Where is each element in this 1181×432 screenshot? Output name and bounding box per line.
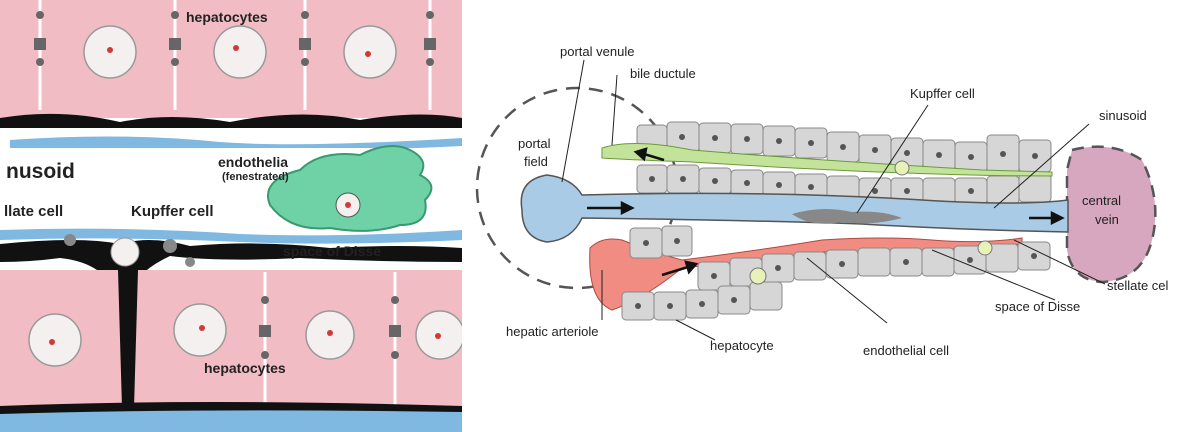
liver-lobule-illustration	[462, 0, 1181, 432]
portal-field-label-line2: field	[524, 154, 548, 169]
kupffer-cell-label: Kupffer cell	[131, 203, 214, 220]
central-vein-label-line2: vein	[1095, 212, 1119, 227]
space-of-disse-label: space of Disse	[995, 299, 1080, 314]
stellate-cell-label: stellate cel	[1107, 278, 1168, 293]
hepatocytes-top-label: hepatocytes	[186, 9, 268, 25]
hepatocytes-bottom-label: hepatocytes	[204, 360, 286, 376]
hepatic-arteriole-label: hepatic arteriole	[506, 324, 599, 339]
hepatocyte-label: hepatocyte	[710, 338, 774, 353]
sinusoid-label: nusoid	[6, 160, 75, 184]
stellate-lipid-droplet	[111, 238, 139, 266]
fenestrated-label: (fenestrated)	[222, 171, 289, 183]
stellate-cell-label: llate cell	[4, 203, 63, 220]
portal-venule-label: portal venule	[560, 44, 634, 59]
central-vein-label-line1: central	[1082, 193, 1121, 208]
endothelia-label: endothelia	[218, 154, 288, 170]
endothelial-cell-label: endothelial cell	[863, 343, 949, 358]
sinusoid-detail-diagram: hepatocytes nusoid endothelia (fenestrat…	[0, 0, 462, 432]
space-of-disse-label: space of Disse	[283, 243, 381, 259]
portal-field-label-line1: portal	[518, 136, 551, 151]
liver-lobule-diagram: portal venule bile ductule portal field …	[462, 0, 1181, 432]
kupffer-nucleolus	[345, 202, 351, 208]
bile-ductule-label: bile ductule	[630, 66, 696, 81]
kupffer-cell-label: Kupffer cell	[910, 86, 975, 101]
sinusoid-label: sinusoid	[1099, 108, 1147, 123]
